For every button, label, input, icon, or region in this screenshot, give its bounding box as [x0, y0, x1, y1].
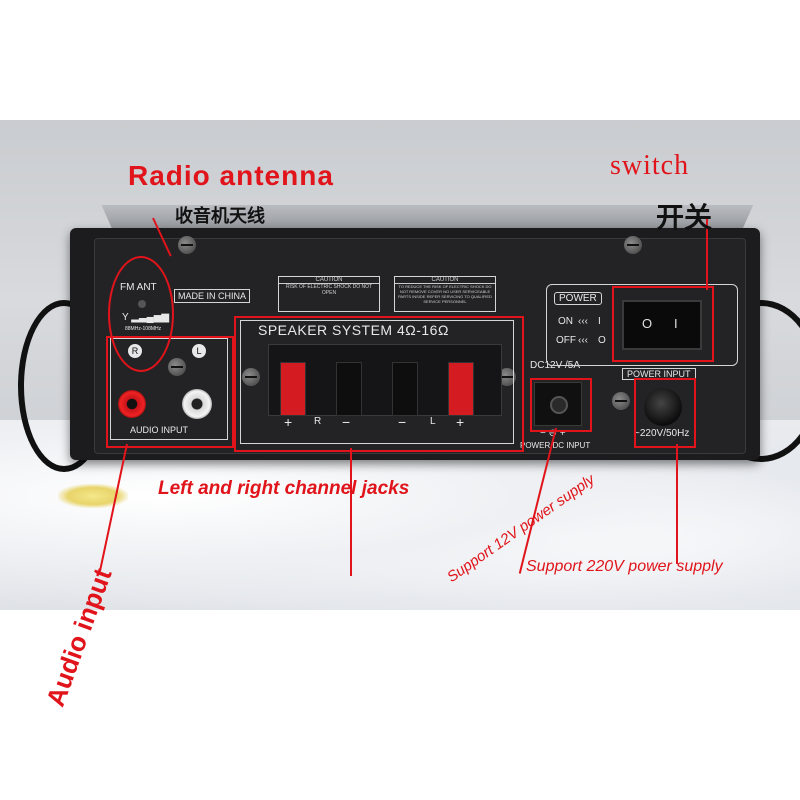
off-arrows-icon: ‹‹‹	[578, 335, 588, 346]
speaker-highlight	[234, 316, 524, 452]
audio-input-label: AUDIO INPUT	[130, 425, 189, 435]
switch-annotation: switch	[610, 150, 690, 181]
screw-icon	[178, 236, 196, 254]
channel-jacks-annotation: Left and right channel jacks	[158, 478, 410, 499]
r-mark: R	[314, 416, 322, 427]
power-dc-input-label: POWER DC INPUT	[520, 441, 591, 450]
screw-icon	[498, 368, 516, 386]
plus-icon: +	[284, 414, 293, 430]
caution-label-2: CAUTION TO REDUCE THE RISK OF ELECTRIC S…	[394, 276, 496, 312]
audio-input-highlight	[106, 336, 234, 448]
dc-input-jack[interactable]	[534, 382, 582, 426]
screw-icon	[168, 358, 186, 376]
on-mark: I	[598, 316, 601, 327]
on-arrows-icon: ‹‹‹	[578, 316, 588, 327]
off-label: OFF	[556, 335, 576, 346]
speaker-terminal-left-plus[interactable]	[448, 362, 474, 416]
speaker-terminal-left-minus[interactable]	[392, 362, 418, 416]
plus-icon: +	[456, 414, 465, 430]
screw-icon	[624, 236, 642, 254]
switch-pointer-line	[706, 218, 708, 290]
rca-jack-right[interactable]	[118, 390, 146, 418]
antenna-cable	[18, 300, 110, 472]
l-badge: L	[192, 344, 206, 358]
caution-text: RISK OF ELECTRIC SHOCK DO NOT OPEN	[285, 284, 373, 296]
rca-jack-left[interactable]	[182, 389, 212, 419]
caution-label-1: CAUTION RISK OF ELECTRIC SHOCK DO NOT OP…	[278, 276, 380, 312]
switch-highlight	[612, 286, 714, 362]
speaker-system-label: SPEAKER SYSTEM 4Ω-16Ω	[258, 322, 449, 338]
power-label: POWER	[554, 292, 602, 305]
speaker-terminal-right-minus[interactable]	[336, 362, 362, 416]
speaker-pointer-line	[350, 448, 352, 576]
minus-icon: −	[342, 414, 351, 430]
made-in-china-label: MADE IN CHINA	[174, 289, 251, 303]
speaker-panel	[240, 320, 514, 444]
radio-antenna-cn-annotation: 收音机天线	[175, 206, 265, 226]
ac-input-highlight	[634, 378, 696, 448]
screw-icon	[612, 392, 630, 410]
l-mark: L	[430, 416, 436, 427]
switch-on-mark: I	[674, 316, 678, 331]
dc-input-highlight	[530, 378, 592, 432]
screw-icon	[242, 368, 260, 386]
caution-text: TO REDUCE THE RISK OF ELECTRIC SHOCK DO …	[398, 284, 492, 304]
ac-rating-label: ~220V/50Hz	[634, 428, 690, 439]
dc-jack-hole	[550, 396, 568, 414]
ac-power-inlet[interactable]	[644, 388, 682, 426]
on-label: ON	[558, 316, 573, 327]
ac-pointer-line	[676, 444, 678, 564]
power-switch-panel	[546, 284, 738, 366]
off-mark: O	[598, 335, 606, 346]
radio-antenna-annotation: Radio antenna	[128, 160, 334, 191]
power-rocker-switch[interactable]: O I	[622, 300, 702, 350]
minus-icon: −	[398, 414, 407, 430]
power-220v-annotation: Support 220V power supply	[526, 558, 723, 575]
caution-title: CAUTION	[395, 277, 495, 284]
caution-title: CAUTION	[279, 277, 379, 284]
antenna-highlight-circle	[108, 256, 174, 372]
switch-off-mark: O	[642, 316, 653, 331]
switch-cn-annotation: 开关	[656, 202, 713, 233]
speaker-terminal-right-plus[interactable]	[280, 362, 306, 416]
